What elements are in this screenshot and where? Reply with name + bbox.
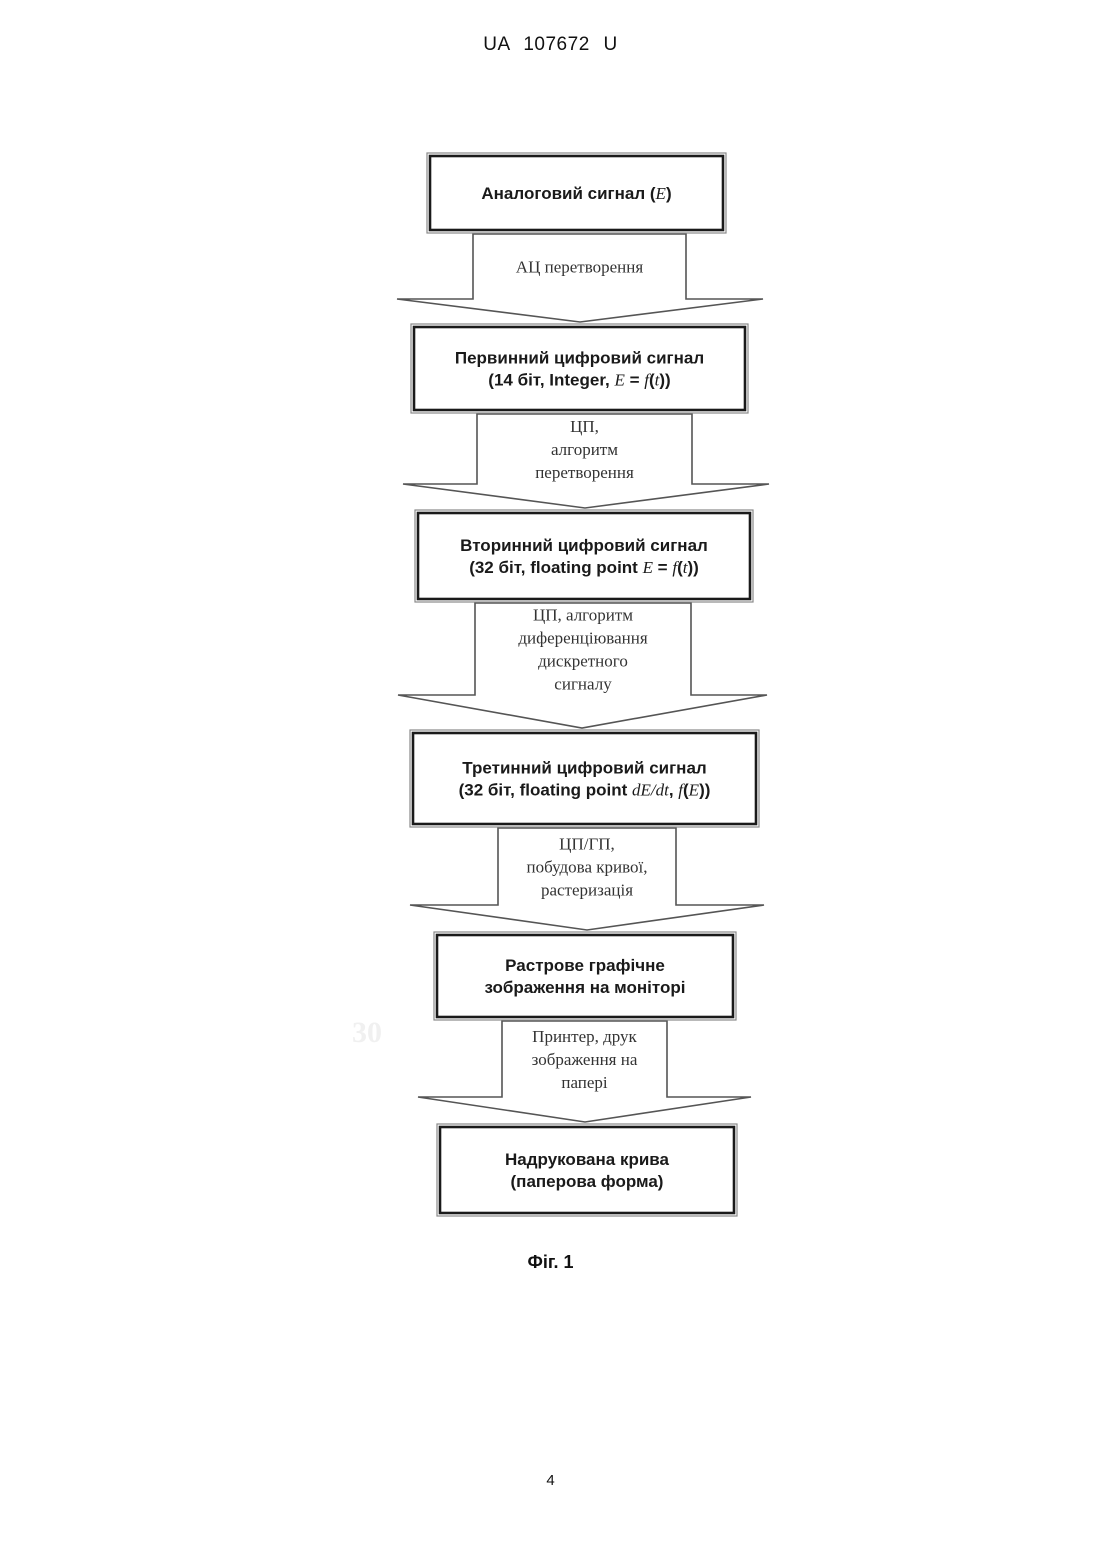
box-title-line: Надрукована крива: [505, 1150, 670, 1169]
arrow-label-line: папері: [561, 1073, 608, 1092]
text-run: (32 біт, floating point: [459, 781, 632, 800]
text-run: Растрове графічне: [505, 956, 665, 975]
box-subtitle-line: (32 біт, floating point dE/dt, f(E)): [459, 781, 711, 800]
text-run: (14 біт, Integer,: [488, 371, 614, 390]
formula-italic-run: E: [613, 371, 625, 390]
text-run: Третинний цифровий сигнал: [462, 759, 706, 778]
flow-arrow-1: АЦ перетворення: [397, 234, 763, 322]
flow-arrow-4: ЦП/ГП, побудова кривої, растеризація: [410, 828, 764, 930]
box-title-line: Растрове графічне: [505, 956, 665, 975]
text-run: зображення на моніторі: [485, 978, 686, 997]
flow-arrow-3: ЦП, алгоритм диференціювання дискретного си…: [398, 603, 767, 728]
formula-italic-run: E: [688, 781, 700, 800]
box-title-line: Третинний цифровий сигнал: [462, 759, 706, 778]
text-run: =: [653, 558, 672, 577]
text-run: )): [699, 781, 710, 800]
arrow-label-line: зображення на: [532, 1050, 638, 1069]
figure-caption: Фіг. 1: [0, 1252, 1101, 1273]
box-title-line: Аналоговий сигнал (E): [481, 184, 671, 203]
text-run: (паперова форма): [511, 1172, 664, 1191]
box-subtitle-line: зображення на моніторі: [485, 978, 686, 997]
box-outer-frame: [437, 1124, 737, 1216]
arrow-label-line: диференціювання: [518, 629, 648, 648]
page-number: 4: [0, 1472, 1101, 1489]
flow-box-3: Вторинний цифровий сигнал (32 біт, floati…: [415, 510, 753, 602]
box-subtitle-line: (паперова форма): [511, 1172, 664, 1191]
text-run: ): [666, 184, 672, 203]
text-run: Надрукована крива: [505, 1150, 670, 1169]
arrow-label-line: перетворення: [535, 463, 634, 482]
flow-box-1: Аналоговий сигнал (E): [427, 153, 726, 233]
arrow-label-line: Принтер, друк: [532, 1027, 637, 1046]
text-run: Первинний цифровий сигнал: [455, 349, 704, 368]
box-title-line: Первинний цифровий сигнал: [455, 349, 704, 368]
arrow-label-line: ЦП/ГП,: [559, 835, 615, 854]
text-run: Вторинний цифровий сигнал: [460, 536, 708, 555]
text-run: ,: [669, 781, 678, 800]
arrow-label-line: ЦП,: [570, 417, 599, 436]
box-subtitle-line: (32 біт, floating point E = f(t)): [469, 558, 699, 577]
arrow-label-line: сигналу: [554, 675, 612, 694]
arrow-label-line: АЦ перетворення: [516, 258, 644, 277]
box-title-line: Вторинний цифровий сигнал: [460, 536, 708, 555]
text-run: )): [659, 371, 670, 390]
arrow-label-line: побудова кривої,: [526, 858, 647, 877]
flow-arrow-2: ЦП, алгоритм перетворення: [403, 414, 769, 508]
text-run: (32 біт, floating point: [469, 558, 642, 577]
box-outer-frame: [415, 510, 753, 602]
box-subtitle-line: (14 біт, Integer, E = f(t)): [488, 371, 670, 390]
arrow-shape: [397, 234, 763, 322]
flow-box-5: Растрове графічне зображення на моніторі: [434, 932, 736, 1020]
box-outer-frame: [434, 932, 736, 1020]
flow-box-6: Надрукована крива (паперова форма): [437, 1124, 737, 1216]
text-run: =: [625, 371, 644, 390]
arrow-label-line: растеризація: [541, 881, 633, 900]
arrow-label-line: алгоритм: [551, 440, 618, 459]
flow-arrow-5: Принтер, друк зображення на папері: [418, 1021, 751, 1122]
flow-box-4: Третинний цифровий сигнал (32 біт, floati…: [410, 730, 759, 827]
flow-box-2: Первинний цифровий сигнал (14 біт, Intege…: [411, 324, 748, 413]
formula-italic-run: E: [655, 184, 667, 203]
text-run: Аналоговий сигнал (: [481, 184, 656, 203]
box-outer-frame: [410, 730, 759, 827]
arrow-label-line: ЦП, алгоритм: [533, 606, 633, 625]
formula-italic-run: E: [642, 558, 654, 577]
text-run: )): [687, 558, 698, 577]
arrow-label-line: дискретного: [538, 652, 628, 671]
formula-italic-run: dE/dt: [632, 781, 670, 800]
box-outer-frame: [411, 324, 748, 413]
